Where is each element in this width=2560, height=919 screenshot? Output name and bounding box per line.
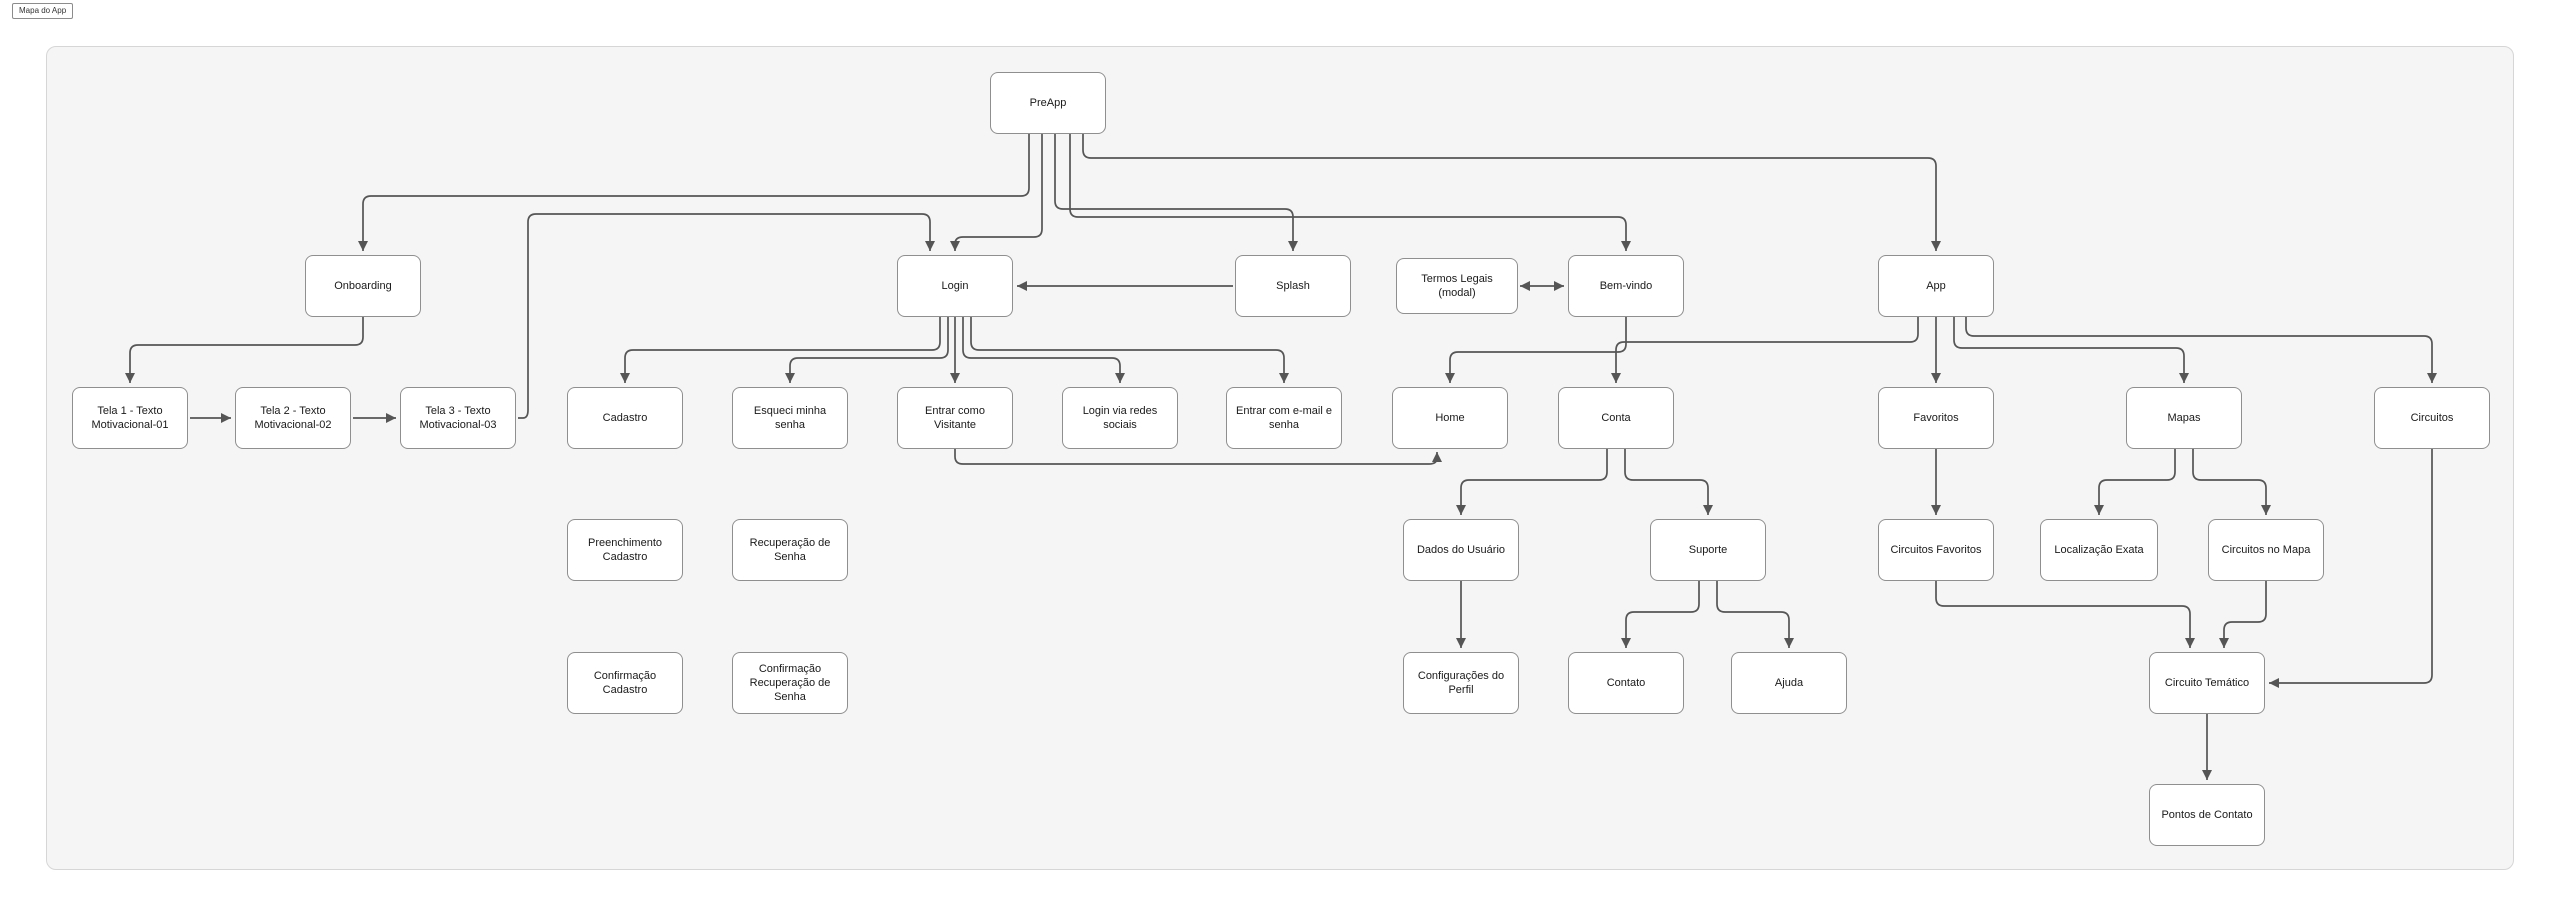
node-bemvindo[interactable]: Bem-vindo bbox=[1568, 255, 1684, 317]
node-label: Suporte bbox=[1688, 543, 1728, 556]
node-label: Favoritos bbox=[1913, 411, 1959, 424]
node-label: Home bbox=[1435, 411, 1465, 424]
node-label: Login bbox=[941, 279, 969, 292]
edge-preapp-splash bbox=[1054, 134, 1298, 251]
node-dados[interactable]: Dados do Usuário bbox=[1403, 519, 1519, 581]
node-label: Pontos de Contato bbox=[2161, 808, 2253, 821]
edge-circmapa-tematico bbox=[2219, 581, 2267, 648]
node-label: Circuitos bbox=[2410, 411, 2454, 424]
node-label: Dados do Usuário bbox=[1416, 543, 1506, 556]
node-confrecup[interactable]: Confirmação Recuperação de Senha bbox=[732, 652, 848, 714]
node-configperfil[interactable]: Configurações do Perfil bbox=[1403, 652, 1519, 714]
edge-circuitos-tematico bbox=[2269, 449, 2433, 688]
edge-suporte-ajuda bbox=[1716, 581, 1794, 648]
node-circfav[interactable]: Circuitos Favoritos bbox=[1878, 519, 1994, 581]
node-label: Preenchimento Cadastro bbox=[588, 536, 662, 563]
edge-app-conta bbox=[1611, 317, 1919, 383]
edge-mapas-circmapa bbox=[2192, 449, 2271, 515]
edge-login-redes bbox=[962, 317, 1125, 383]
node-label: Tela 1 - Texto Motivacional-01 bbox=[91, 404, 169, 431]
node-login[interactable]: Login bbox=[897, 255, 1013, 317]
edge-conta-dados bbox=[1456, 449, 1608, 515]
node-tela3[interactable]: Tela 3 - Texto Motivacional-03 bbox=[400, 387, 516, 449]
node-termos[interactable]: Termos Legais (modal) bbox=[1396, 258, 1518, 314]
node-tela1[interactable]: Tela 1 - Texto Motivacional-01 bbox=[72, 387, 188, 449]
edge-app-circuitos bbox=[1965, 317, 2437, 383]
node-splash[interactable]: Splash bbox=[1235, 255, 1351, 317]
edge-preapp-login bbox=[950, 134, 1043, 251]
edge-login-cadastro bbox=[620, 317, 941, 383]
node-conta[interactable]: Conta bbox=[1558, 387, 1674, 449]
node-label: Login via redes sociais bbox=[1082, 404, 1158, 431]
node-app[interactable]: App bbox=[1878, 255, 1994, 317]
edge-onboarding-tela1 bbox=[125, 317, 364, 383]
node-circmapa[interactable]: Circuitos no Mapa bbox=[2208, 519, 2324, 581]
node-tela2[interactable]: Tela 2 - Texto Motivacional-02 bbox=[235, 387, 351, 449]
node-label: Conta bbox=[1601, 411, 1631, 424]
edge-conta-suporte bbox=[1624, 449, 1713, 515]
edge-visitante-home bbox=[954, 449, 1442, 465]
page-tab[interactable]: Mapa do App bbox=[12, 3, 74, 19]
node-confcad[interactable]: Confirmação Cadastro bbox=[567, 652, 683, 714]
node-favoritos[interactable]: Favoritos bbox=[1878, 387, 1994, 449]
edge-preapp-app bbox=[1082, 134, 1941, 251]
node-label: Termos Legais (modal) bbox=[1421, 272, 1493, 299]
node-circuitos[interactable]: Circuitos bbox=[2374, 387, 2490, 449]
edge-bemvindo-home bbox=[1445, 317, 1627, 383]
node-label: App bbox=[1926, 279, 1946, 292]
node-label: Tela 3 - Texto Motivacional-03 bbox=[419, 404, 497, 431]
node-preench[interactable]: Preenchimento Cadastro bbox=[567, 519, 683, 581]
node-label: Onboarding bbox=[334, 279, 392, 292]
node-preapp[interactable]: PreApp bbox=[990, 72, 1106, 134]
node-onboarding[interactable]: Onboarding bbox=[305, 255, 421, 317]
node-recup[interactable]: Recuperação de Senha bbox=[732, 519, 848, 581]
node-visitante[interactable]: Entrar como Visitante bbox=[897, 387, 1013, 449]
node-locexata[interactable]: Localização Exata bbox=[2040, 519, 2158, 581]
node-pontos[interactable]: Pontos de Contato bbox=[2149, 784, 2265, 846]
node-label: Confirmação Cadastro bbox=[593, 669, 657, 696]
edge-preapp-bemvindo bbox=[1069, 134, 1631, 251]
node-label: Circuito Temático bbox=[2164, 676, 2250, 689]
node-label: Esqueci minha senha bbox=[753, 404, 827, 431]
edge-mapas-locexata bbox=[2094, 449, 2176, 515]
node-suporte[interactable]: Suporte bbox=[1650, 519, 1766, 581]
node-esqueci[interactable]: Esqueci minha senha bbox=[732, 387, 848, 449]
node-email[interactable]: Entrar com e-mail e senha bbox=[1226, 387, 1342, 449]
node-label: Confirmação Recuperação de Senha bbox=[749, 662, 831, 704]
node-mapas[interactable]: Mapas bbox=[2126, 387, 2242, 449]
node-cadastro[interactable]: Cadastro bbox=[567, 387, 683, 449]
node-label: Localização Exata bbox=[2054, 543, 2144, 556]
edge-login-email bbox=[970, 317, 1289, 383]
node-label: Contato bbox=[1606, 676, 1646, 689]
edge-app-mapas bbox=[1953, 317, 2189, 383]
node-contato[interactable]: Contato bbox=[1568, 652, 1684, 714]
edge-suporte-contato bbox=[1621, 581, 1700, 648]
node-label: Circuitos Favoritos bbox=[1890, 543, 1982, 556]
node-label: Ajuda bbox=[1774, 676, 1804, 689]
edge-login-esqueci bbox=[785, 317, 949, 383]
node-label: Bem-vindo bbox=[1599, 279, 1653, 292]
node-label: Entrar como Visitante bbox=[925, 404, 985, 431]
node-label: Circuitos no Mapa bbox=[2221, 543, 2311, 556]
node-home[interactable]: Home bbox=[1392, 387, 1508, 449]
node-label: PreApp bbox=[1029, 96, 1067, 109]
edge-preapp-onboarding bbox=[358, 134, 1030, 251]
node-label: Configurações do Perfil bbox=[1417, 669, 1505, 696]
node-ajuda[interactable]: Ajuda bbox=[1731, 652, 1847, 714]
node-label: Cadastro bbox=[602, 411, 648, 424]
node-label: Splash bbox=[1276, 279, 1310, 292]
node-tematico[interactable]: Circuito Temático bbox=[2149, 652, 2265, 714]
edge-circfav-tematico bbox=[1935, 581, 2195, 648]
node-redes[interactable]: Login via redes sociais bbox=[1062, 387, 1178, 449]
node-label: Recuperação de Senha bbox=[749, 536, 831, 563]
diagram-panel bbox=[46, 46, 2514, 870]
node-label: Tela 2 - Texto Motivacional-02 bbox=[254, 404, 332, 431]
node-label: Entrar com e-mail e senha bbox=[1236, 404, 1332, 431]
node-label: Mapas bbox=[2167, 411, 2201, 424]
page-tab-label: Mapa do App bbox=[19, 6, 67, 15]
edge-tela3-login bbox=[518, 213, 935, 419]
